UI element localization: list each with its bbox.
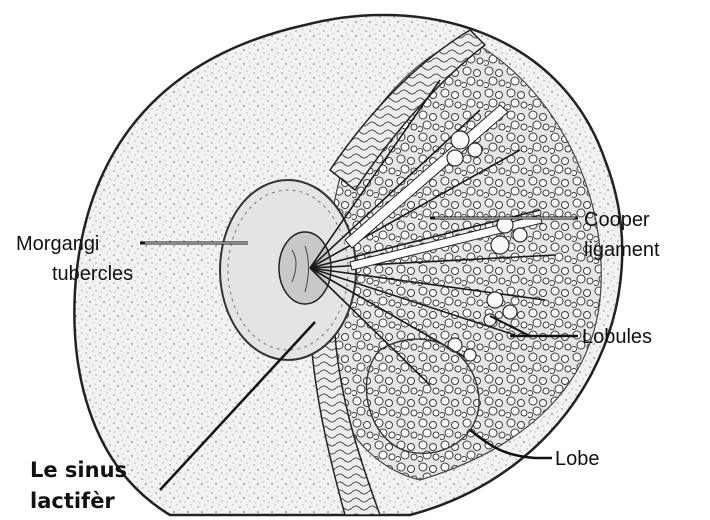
label-sinus-line1: Le sinus	[30, 455, 127, 485]
label-lobules: Lobules	[582, 325, 652, 349]
label-cooper-line1: Cooper	[584, 208, 650, 232]
label-morgangi-line1: Morgangi	[16, 232, 99, 256]
label-lobe: Lobe	[555, 447, 600, 471]
label-sinus-line2: lactifèr	[30, 486, 115, 516]
label-cooper-line2: ligament	[584, 238, 660, 262]
label-morgangi-line2: tubercles	[52, 262, 133, 286]
